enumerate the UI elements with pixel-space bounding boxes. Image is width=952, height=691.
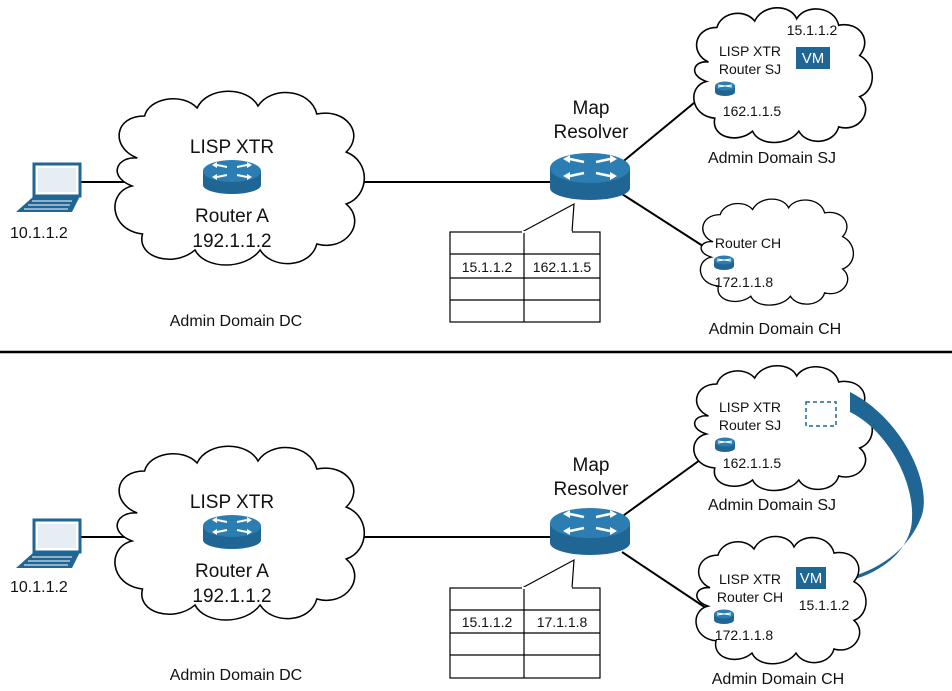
sj-router-line1: LISP XTR [719,399,781,415]
dc-domain-label: Admin Domain DC [170,667,302,684]
dc-domain-label: Admin Domain DC [170,313,302,330]
router-icon [203,160,261,194]
map-resolver-label-2: Resolver [554,122,630,143]
sj-router-ip: 162.1.1.5 [723,455,782,471]
vm-box [796,47,830,69]
table-callout [521,558,575,589]
sj-router-line2: Router SJ [719,61,781,77]
sj-domain-label: Admin Domain SJ [708,497,836,514]
dc-router-name: Router A [195,206,269,227]
map-resolver-router-icon [550,508,630,555]
router-icon [203,515,261,549]
sj-router-line2: Router SJ [719,417,781,433]
ch-router-line1: LISP XTR [719,571,781,587]
vm-label: VM [800,570,823,587]
link-mapresolver-ch [621,193,707,249]
router-icon [715,437,735,452]
map-resolver-label-1: Map [573,98,610,119]
ch-vm-ip: 15.1.1.2 [799,597,850,613]
link-mapresolver-ch [621,551,707,609]
router-icon [714,255,734,270]
table-cell: 17.1.1.8 [537,614,588,630]
host-ip: 10.1.1.2 [10,579,68,596]
mapping-table: 15.1.1.2 17.1.1.8 [449,587,601,679]
dc-router-title: LISP XTR [190,137,274,158]
mapping-table: 15.1.1.2 162.1.1.5 [449,231,601,323]
laptop-icon [16,162,82,212]
vm-box [796,567,826,589]
ch-router-line2: Router CH [717,589,783,605]
dc-router-ip: 192.1.1.2 [192,586,271,607]
bottom-panel: 10.1.1.2 LISP XTR Router A 192.1.1.2 Adm… [10,364,924,688]
sj-domain-label: Admin Domain SJ [708,150,836,167]
vm-label: VM [802,50,825,67]
host-ip: 10.1.1.2 [10,225,68,242]
dc-router-name: Router A [195,561,269,582]
router-icon [714,609,734,624]
table-cell: 162.1.1.5 [533,259,592,275]
dc-router-title: LISP XTR [190,492,274,513]
map-resolver-label-2: Resolver [554,479,630,500]
sj-router-line1: LISP XTR [719,43,781,59]
ch-domain-label: Admin Domain CH [709,321,841,338]
laptop-icon [16,518,82,568]
link-mapresolver-sj [619,97,701,165]
ch-router-name: Router CH [715,235,781,251]
ch-router-ip: 172.1.1.8 [715,627,774,643]
table-cell: 15.1.1.2 [462,259,513,275]
ch-router-ip: 172.1.1.8 [715,274,774,290]
dc-router-ip: 192.1.1.2 [192,231,271,252]
ch-domain-label: Admin Domain CH [712,671,844,688]
map-resolver-label-1: Map [573,455,610,476]
link-mapresolver-sj [619,459,701,519]
map-resolver-router-icon [550,153,630,200]
top-panel: 10.1.1.2 LISP XTR Router A 192.1.1.2 Adm… [10,6,874,338]
table-cell: 15.1.1.2 [462,614,513,630]
table-callout [521,202,575,233]
sj-router-ip: 162.1.1.5 [723,103,782,119]
router-icon [715,81,735,96]
vm-placeholder-box [805,401,837,427]
sj-vm-ip: 15.1.1.2 [787,22,838,38]
migration-arrow [832,392,924,588]
